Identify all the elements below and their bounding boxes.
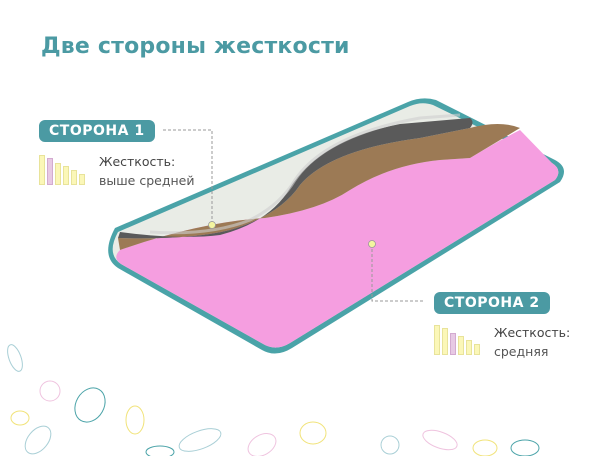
side2-badge: СТОРОНА 2 <box>434 292 550 314</box>
coconut-layer <box>118 124 520 250</box>
leaf-icon <box>39 380 61 402</box>
side1-hardness-label: Жесткость: <box>99 154 176 169</box>
leaf-icon <box>510 439 540 456</box>
hardness-bar <box>39 155 45 185</box>
hardness-bar <box>79 174 85 185</box>
hardness-bar <box>55 163 61 185</box>
leaf-icon <box>247 433 277 456</box>
leaf-icon <box>299 421 327 445</box>
callout-line-side1 <box>163 129 213 222</box>
side1-hardness-text: Жесткость: выше средней <box>99 152 194 190</box>
leaf-icon <box>10 410 30 426</box>
hardness-bar <box>71 170 77 185</box>
hardness-bar <box>442 328 448 355</box>
leaf-icon <box>145 445 175 456</box>
felt-highlight <box>149 113 461 235</box>
leaf-icon <box>74 387 106 423</box>
side2-hardness-text: Жесткость: средняя <box>494 323 570 361</box>
leaf-icon <box>472 439 498 456</box>
hardness-bar-active <box>450 333 456 355</box>
callout-line-side2 <box>371 244 424 302</box>
pink-foam-layer <box>116 130 559 348</box>
leaf-icon <box>125 405 145 435</box>
hardness-bar <box>466 340 472 355</box>
side2-hardness-label: Жесткость: <box>494 325 571 340</box>
side1-hardness-scale <box>39 155 85 185</box>
hardness-bar-active <box>47 158 53 185</box>
hardness-bar <box>474 344 480 355</box>
side2-hardness-value: средняя <box>494 344 549 359</box>
decorative-leaves <box>7 344 540 456</box>
hardness-bar <box>434 325 440 355</box>
leaf-icon <box>7 344 23 372</box>
callout-dot-side1 <box>208 221 216 229</box>
leaf-icon <box>178 428 222 452</box>
side2-hardness-scale <box>434 325 480 355</box>
side1-hardness-value: выше средней <box>99 173 195 188</box>
felt-layer <box>118 118 473 239</box>
leaf-icon <box>24 425 52 455</box>
side1-badge: СТОРОНА 1 <box>39 120 155 142</box>
page-title: Две стороны жесткости <box>41 34 350 59</box>
hardness-bar <box>458 336 464 355</box>
leaf-icon <box>380 435 400 455</box>
hardness-bar <box>63 166 69 185</box>
callout-dot-side2 <box>368 240 376 248</box>
leaf-icon <box>422 429 458 451</box>
